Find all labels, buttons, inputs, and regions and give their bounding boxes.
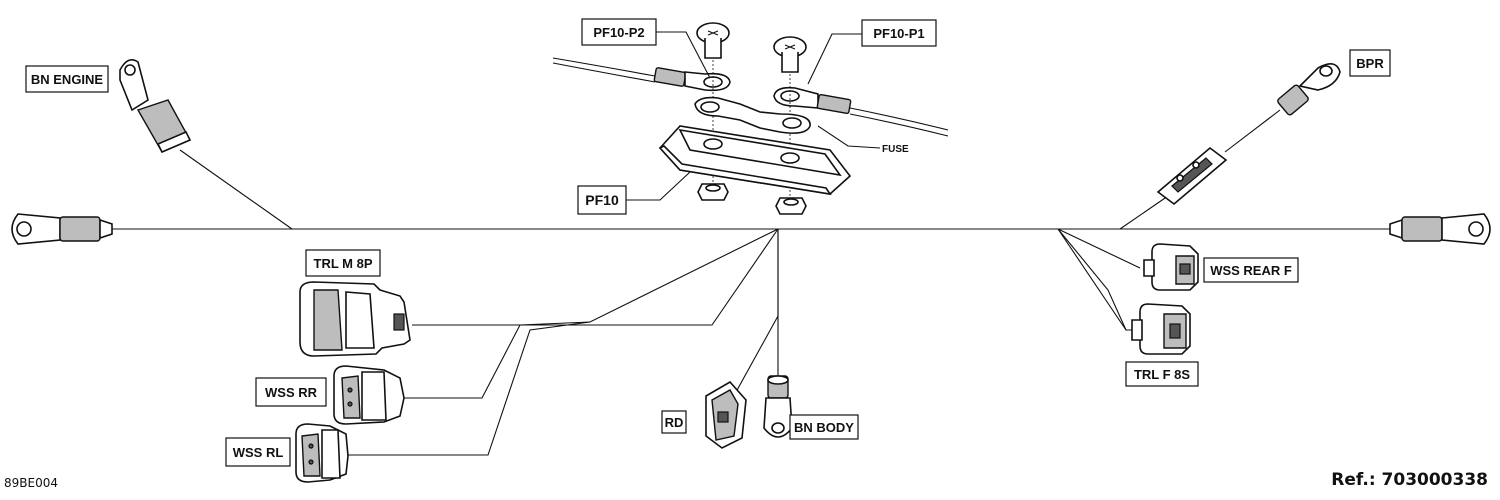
screw-right <box>773 36 807 73</box>
trl-f-8s-label: TRL F 8S <box>1134 367 1190 382</box>
bn-engine-label: BN ENGINE <box>31 72 104 87</box>
pf10-p2-terminal <box>653 67 731 92</box>
bpr-ring-terminal <box>1277 63 1341 116</box>
wss-rear-f-label: WSS REAR F <box>1210 263 1292 278</box>
wss-rl-label: WSS RL <box>233 445 284 460</box>
right-ring-terminal <box>1389 213 1491 245</box>
trl-m-8p-label: TRL M 8P <box>314 256 373 271</box>
fuse-label: FUSE <box>882 144 909 155</box>
wss-rl-connector <box>295 423 349 483</box>
reference-number: Ref.: 703000338 <box>1331 470 1488 490</box>
bn-body-ring-terminal <box>763 375 793 438</box>
bn-body-label: BN BODY <box>794 420 854 435</box>
rd-connector <box>705 380 747 449</box>
pf10-label: PF10 <box>585 192 619 208</box>
wss-rear-f-connector <box>1143 243 1199 291</box>
bpr-label: BPR <box>1356 56 1384 71</box>
wss-rr-connector <box>333 365 405 425</box>
fuse-holder <box>658 125 852 196</box>
pf10-p1-terminal <box>773 86 852 115</box>
nut-left <box>697 183 729 201</box>
fuse-link <box>694 96 811 134</box>
wss-rr-label: WSS RR <box>265 385 318 400</box>
trl-m-8p-connector <box>299 281 411 357</box>
screw-left <box>696 22 730 59</box>
inline-fuse-bpr <box>1156 146 1228 206</box>
pf10-p2-label: PF10-P2 <box>593 25 644 40</box>
left-ring-terminal <box>11 213 113 245</box>
drawing-id: 89BE004 <box>4 476 58 490</box>
bn-engine-terminal <box>119 59 192 154</box>
rd-label: RD <box>665 415 684 430</box>
trl-f-8s-connector <box>1131 303 1191 355</box>
pf10-p1-label: PF10-P1 <box>873 26 924 41</box>
nut-right <box>775 197 807 215</box>
